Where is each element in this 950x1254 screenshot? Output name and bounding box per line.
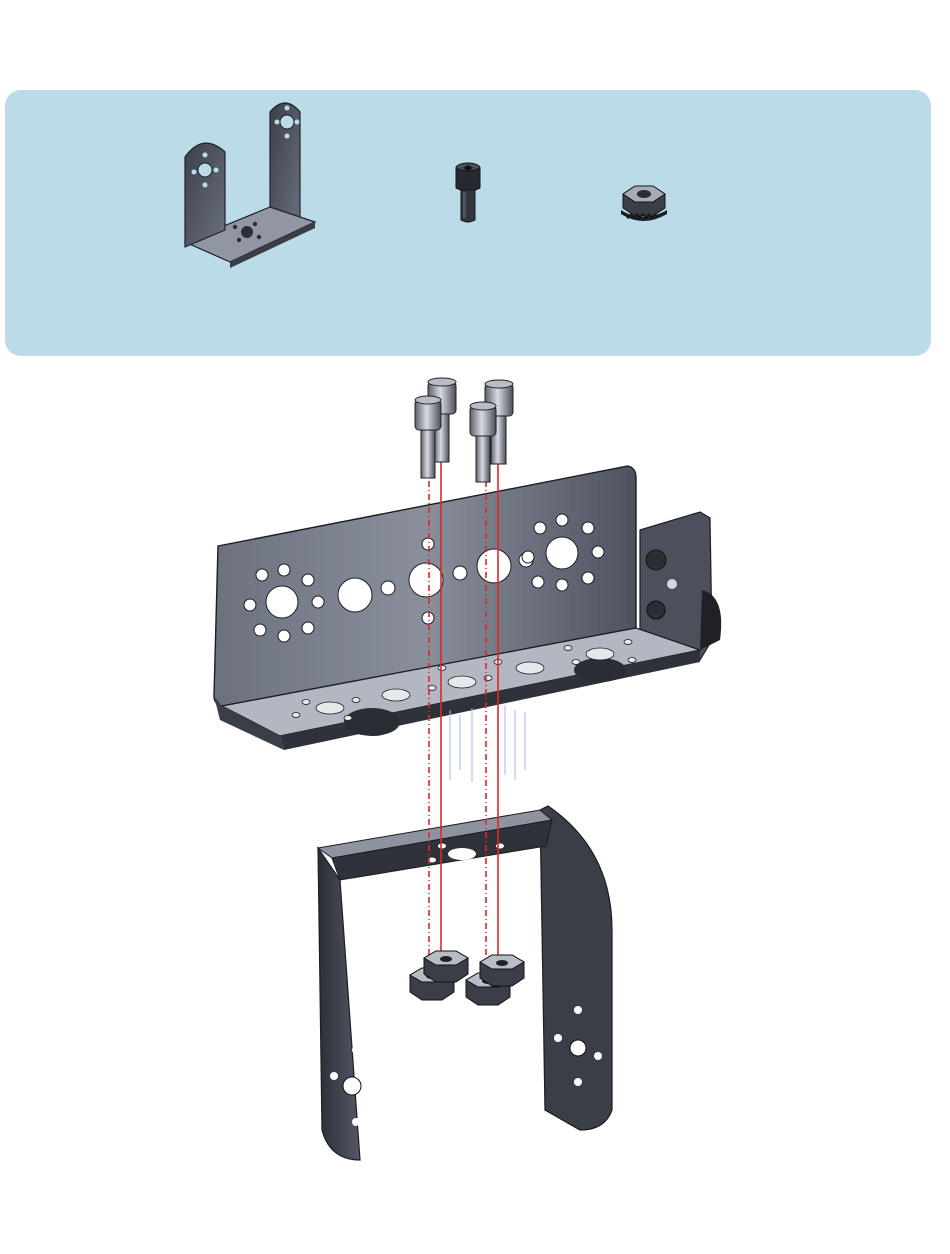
u-bracket bbox=[318, 806, 612, 1160]
part-kep-nut bbox=[613, 182, 673, 224]
nut-4 bbox=[480, 955, 524, 986]
nut-3 bbox=[424, 951, 468, 982]
kep-nut-icon bbox=[613, 182, 673, 224]
hidden-lines bbox=[450, 705, 525, 782]
channel-bracket bbox=[214, 466, 721, 750]
parts-panel bbox=[5, 90, 931, 356]
kep-nuts bbox=[410, 951, 524, 1005]
part-socket-cap-screw bbox=[453, 162, 483, 226]
socket-cap-screw-icon bbox=[453, 162, 483, 226]
assembly-drawing bbox=[0, 370, 950, 1254]
exploded-assembly-diagram bbox=[0, 370, 950, 1254]
u-bracket-icon bbox=[175, 92, 325, 282]
part-u-bracket bbox=[175, 92, 325, 282]
